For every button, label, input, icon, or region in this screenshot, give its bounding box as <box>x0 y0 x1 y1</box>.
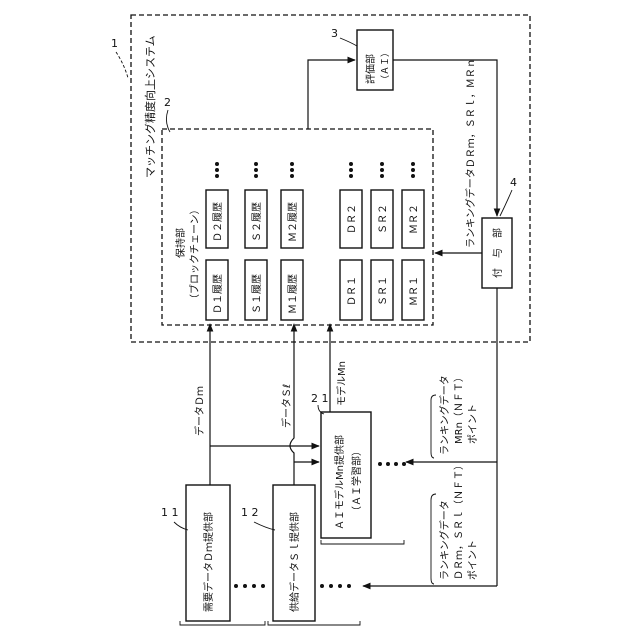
rank-cell: ＤＲ１ <box>347 276 358 306</box>
history-cell: Ｓ２履歴 <box>251 202 263 242</box>
history-column-s1: Ｓ１履歴 <box>245 260 267 320</box>
evaluation-ref-leader <box>340 38 357 46</box>
rank-cell: ＭＲ２ <box>409 204 420 234</box>
ai-model-provider-subtitle: （ＡＩ学習部） <box>350 446 363 516</box>
ai-model-provider-title: ＡＩモデルMn提供部 <box>333 435 346 530</box>
history-cell: Ｍ１履歴 <box>287 274 299 314</box>
data-dm-label: データＤｍ <box>193 386 206 436</box>
rank-cell: ＤＲ２ <box>347 204 358 234</box>
rank-dsr-brace <box>431 494 436 584</box>
rank-dsr-label-1: ランキングデータ <box>438 500 451 580</box>
demand-provider-ref-number: 1 1 <box>161 506 179 519</box>
ai-provider-continuation-dots <box>378 462 406 466</box>
grant-unit-label: 付 与 部 <box>491 228 504 278</box>
rank-column-mr2: ＭＲ２ <box>402 190 424 248</box>
ranking-data-eval-label: ランキングデータＤＲｍ，ＳＲｌ，ＭＲｎ <box>464 58 477 248</box>
demand-data-provider-label: 需要データＤｍ提供部 <box>202 512 215 612</box>
rank-mrn-label-1: ランキングデータ <box>438 375 451 455</box>
system-ref-number: 1 <box>111 37 118 50</box>
history-column-d1: Ｄ１履歴 <box>206 260 228 320</box>
supply-provider-ref-number: 1 2 <box>241 506 259 519</box>
evaluation-unit-title: 評価部 <box>364 54 377 84</box>
ai-model-provider-box <box>321 412 371 538</box>
evaluation-ref-number: 3 <box>331 27 338 40</box>
supply-provider-continuation-dots <box>320 584 351 588</box>
history-column-m2: Ｍ２履歴 <box>281 190 303 248</box>
history-cell: Ｄ１履歴 <box>212 274 224 314</box>
ai-provider-brace <box>321 540 404 544</box>
history-cell: Ｍ２履歴 <box>287 202 299 242</box>
grant-ref-number: 4 <box>510 176 517 189</box>
rank-cell: ＭＲ１ <box>409 276 420 306</box>
holding-to-evaluation-arrow <box>308 60 355 129</box>
rank-column-sr2: ＳＲ２ <box>371 190 393 248</box>
holding-ref-number: 2 <box>164 96 171 109</box>
evaluation-unit-subtitle: （ＡＩ） <box>380 48 391 84</box>
history-column-d2: Ｄ２履歴 <box>206 190 228 248</box>
supply-provider-ref-leader <box>254 522 275 530</box>
history-column-s2: Ｓ２履歴 <box>245 190 267 248</box>
rank-cell: ＳＲ２ <box>378 204 389 234</box>
rank-column-mr1: ＭＲ１ <box>402 260 424 320</box>
data-sl-label: データＳℓ <box>280 384 293 428</box>
grant-ref-leader <box>500 190 512 216</box>
rank-mrn-label-3: ポイント <box>467 404 479 444</box>
demand-provider-continuation-dots <box>234 584 265 588</box>
holding-unit-title: 保持部 <box>174 228 187 258</box>
holding-unit-subtitle: （ブロックチェーン） <box>188 205 201 305</box>
rank-mrn-label-2: MRn（ＮＦＴ） <box>453 372 465 444</box>
model-mn-label: モデルMn <box>335 361 348 406</box>
history-continuation-dots <box>215 162 415 178</box>
history-column-m1: Ｍ１履歴 <box>281 260 303 320</box>
rank-column-dr2: ＤＲ２ <box>340 190 362 248</box>
rank-dsr-label-3: ポイント <box>467 540 479 580</box>
system-title: マッチング精度向上システム <box>143 35 157 178</box>
history-cell: Ｓ１履歴 <box>251 274 263 314</box>
rank-column-dr1: ＤＲ１ <box>340 260 362 320</box>
rank-dsr-label-2: ＤＲｍ，ＳＲｌ（ＮＦＴ） <box>453 460 465 580</box>
supply-data-provider-label: 供給データＳｌ提供部 <box>288 512 301 612</box>
ai-provider-ref-number: 2 1 <box>311 392 329 405</box>
rank-column-sr1: ＳＲ１ <box>371 260 393 320</box>
history-cell: Ｄ２履歴 <box>212 202 224 242</box>
system-ref-leader <box>116 52 128 78</box>
rank-cell: ＳＲ１ <box>378 276 389 306</box>
rank-mrn-brace <box>431 395 436 458</box>
